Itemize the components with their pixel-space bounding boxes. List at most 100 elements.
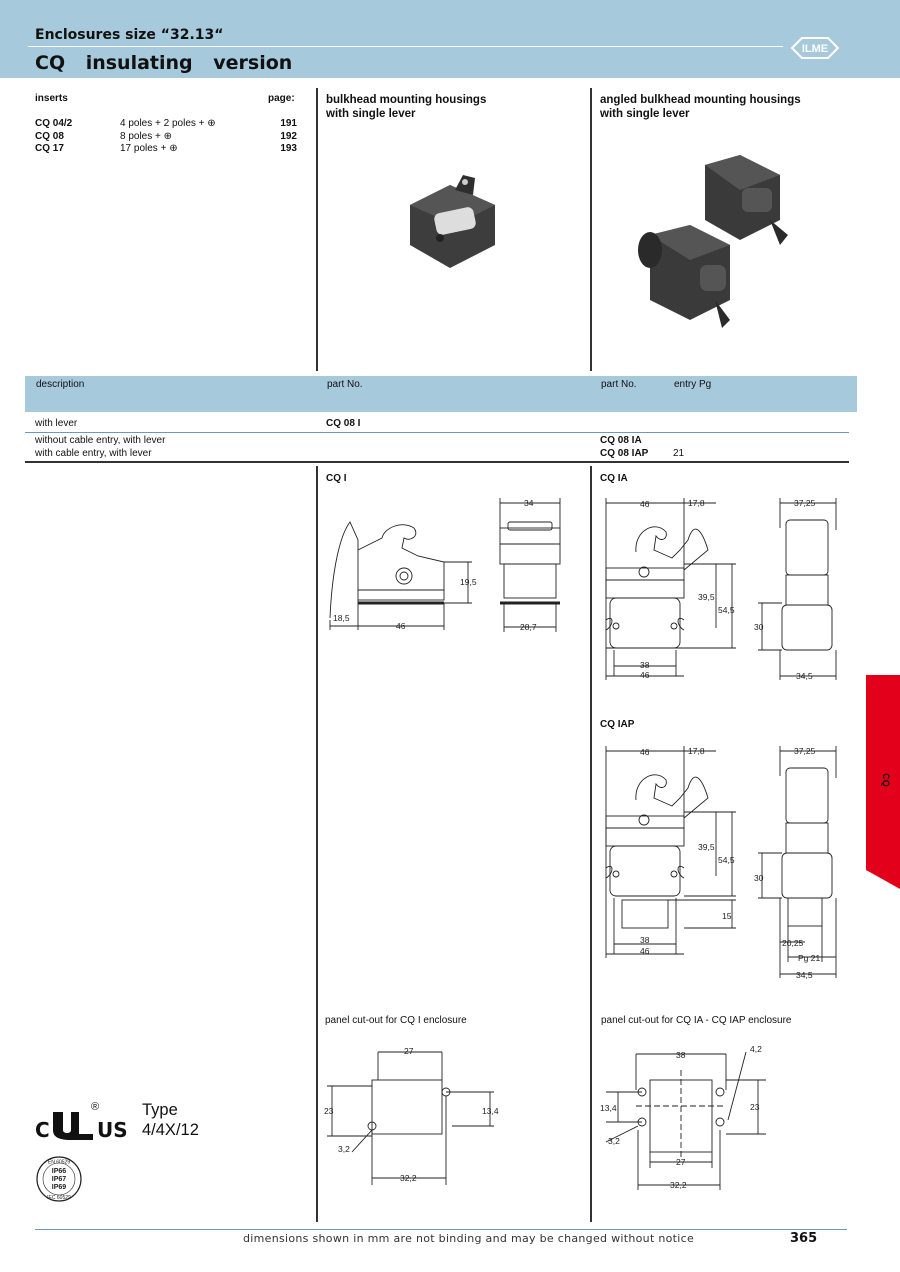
page-number: 365 [790,1231,818,1246]
svg-text:17,8: 17,8 [688,498,705,508]
table-row-part-no: CQ 08 I [326,418,361,429]
table-row-description: with lever [35,418,78,429]
cqiap-drawing: 46 17,8 15 38 46 39,5 54,5 37,25 30 20,2… [605,746,837,980]
col-entry: entry Pg [674,379,712,390]
svg-text:46: 46 [640,747,650,757]
svg-text:38: 38 [676,1050,686,1060]
section-tab[interactable]: CQ [866,675,900,889]
svg-text:27: 27 [404,1046,414,1056]
insert-page: 193 [280,143,297,154]
ul-us: US [97,1118,128,1142]
inserts-list: CQ 04/2 4 poles + 2 poles + ⊕ 191 CQ 08 … [35,118,297,156]
table-row-description: with cable entry, with lever [35,448,152,459]
bulkhead-housing-image [410,175,495,268]
cutout-left-drawing: 27 23 13,4 3,2 32,2 [324,1046,499,1185]
svg-text:23: 23 [324,1106,334,1116]
insert-desc: 8 poles + ⊕ [120,130,173,142]
svg-text:34,5: 34,5 [796,671,813,681]
insert-page: 192 [280,130,297,142]
svg-text:13,4: 13,4 [600,1103,617,1113]
list-item: CQ 08 8 poles + ⊕ 192 [35,131,297,144]
table-row-description: without cable entry, with lever [35,435,166,446]
angled-housing-image [638,155,788,328]
svg-text:4,2: 4,2 [750,1044,762,1054]
dim-46: 46 [396,621,406,631]
svg-text:32,2: 32,2 [670,1180,687,1190]
dim-18-5: 18,5 [333,613,350,623]
ip-rating-badge-icon: EN 60529 IP66 IP67 IP69 IEC 60529 [36,1156,82,1202]
svg-text:17,8: 17,8 [688,746,705,756]
ul-c: C [35,1118,50,1142]
svg-text:54,5: 54,5 [718,605,735,615]
svg-text:37,25: 37,25 [794,498,816,508]
column-divider [590,88,592,371]
cqia-drawing: 46 17,8 38 46 39,5 54,5 37,25 30 34,5 [605,498,837,681]
svg-text:23: 23 [750,1102,760,1112]
svg-text:20,25: 20,25 [782,938,804,948]
ilme-logo-icon: ILME [790,37,840,59]
col-part-no: part No. [327,379,363,390]
svg-text:34,5: 34,5 [796,970,813,980]
insert-code: CQ 04/2 [35,118,73,129]
table-row-entry: 21 [673,448,685,459]
insert-desc: 17 poles + ⊕ [120,143,178,154]
svg-text:15: 15 [722,911,732,921]
svg-text:39,5: 39,5 [698,842,715,852]
svg-text:37,25: 37,25 [794,746,816,756]
svg-text:3,2: 3,2 [608,1136,620,1146]
inserts-page-heading: page: [268,93,295,104]
svg-text:30: 30 [754,873,764,883]
column-divider [590,466,592,1222]
table-bottom-rule [25,461,849,463]
table-row-part-no-2: CQ 08 IA [600,435,642,446]
svg-text:38: 38 [640,660,650,670]
svg-text:3,2: 3,2 [338,1144,350,1154]
cutout-left-label: panel cut-out for CQ I enclosure [325,1015,467,1026]
cqia-label: CQ IA [600,473,628,484]
cqi-label: CQ I [326,473,347,484]
svg-text:IP66: IP66 [52,1168,67,1175]
page-subtitle: Enclosures size “32.13“ [35,27,224,43]
header-rule [28,46,783,47]
section-tab-label: CQ [881,773,891,787]
page-title: CQ insulating version [35,52,293,74]
col-part-no-2: part No. [601,379,637,390]
svg-text:38: 38 [640,935,650,945]
svg-text:46: 46 [640,499,650,509]
table-header-band [25,376,857,412]
cqi-drawing: 18,5 46 19,5 34 28,7 [329,498,561,632]
svg-text:32,2: 32,2 [400,1173,417,1183]
svg-text:Pg 21: Pg 21 [798,953,820,963]
badge-top: EN 60529 [48,1160,70,1166]
footer-note: dimensions shown in mm are not binding a… [243,1232,695,1245]
col-description: description [36,379,85,390]
dim-34: 34 [524,498,534,508]
svg-text:IP69: IP69 [52,1184,67,1191]
svg-text:46: 46 [640,946,650,956]
ul-registered: ® [91,1101,100,1113]
insert-desc: 4 poles + 2 poles + ⊕ [120,118,216,129]
insert-code: CQ 17 [35,143,64,154]
cutout-right-label: panel cut-out for CQ IA - CQ IAP enclosu… [601,1015,792,1026]
svg-text:IP67: IP67 [52,1176,67,1183]
svg-text:54,5: 54,5 [718,855,735,865]
svg-text:27: 27 [676,1157,686,1167]
table-row-divider [25,432,849,433]
column-divider [316,88,318,371]
dim-19-5: 19,5 [460,577,477,587]
ul-certification-mark: C ® US [35,1101,135,1144]
badge-bottom: IEC 60529 [47,1195,71,1201]
insert-page: 191 [280,118,297,129]
page-header [0,0,900,78]
column-divider [316,466,318,1222]
logo-text: ILME [802,43,828,55]
svg-text:46: 46 [640,670,650,680]
svg-text:39,5: 39,5 [698,592,715,602]
svg-text:13,4: 13,4 [482,1106,499,1116]
list-item: CQ 04/2 4 poles + 2 poles + ⊕ 191 [35,118,297,131]
cutout-right-drawing: 38 4,2 13,4 23 3,2 27 32,2 [600,1044,766,1190]
footer-rule [35,1229,847,1230]
